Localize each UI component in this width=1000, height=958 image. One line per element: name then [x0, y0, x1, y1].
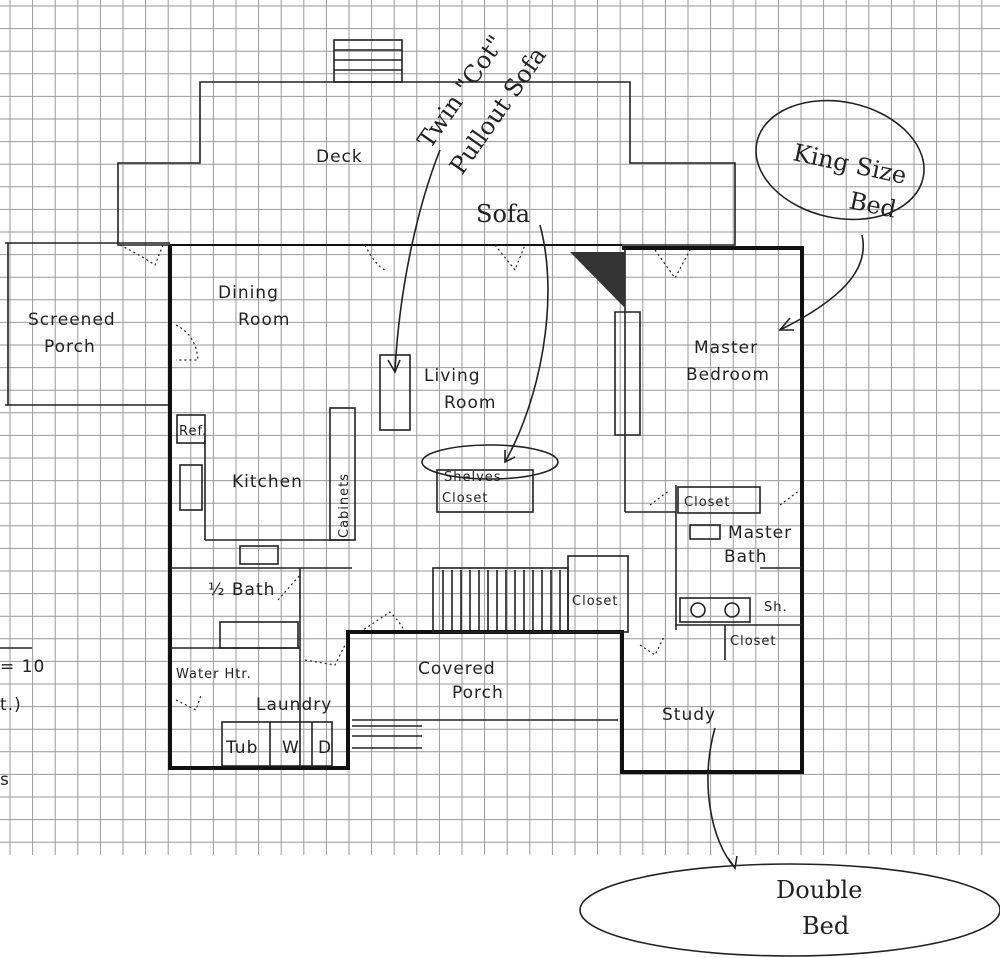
deck-outline — [117, 81, 736, 246]
fireplace — [570, 252, 625, 308]
label-washer: W — [282, 738, 300, 758]
label-covered-porch: Covered — [418, 659, 496, 679]
margin-scale: = 10 — [0, 657, 45, 677]
label-closet-bath: Closet — [730, 634, 777, 649]
label-shower: Sh. — [764, 600, 788, 615]
deck-stairs — [333, 39, 403, 83]
label-screened-porch-2: Porch — [44, 337, 96, 357]
margin-s: s — [0, 770, 10, 790]
label-laundry: Laundry — [256, 695, 332, 715]
label-master-bedroom: Master — [694, 338, 758, 358]
label-living-2: Room — [444, 393, 496, 413]
label-deck: Deck — [316, 147, 363, 167]
label-living: Living — [424, 366, 481, 386]
label-tub: Tub — [225, 738, 258, 758]
label-cabinets: Cabinets — [337, 473, 352, 538]
door-swings — [119, 244, 801, 711]
double-bed-oval — [579, 863, 1000, 957]
label-closet-stairs: Closet — [572, 594, 619, 609]
interior-walls — [170, 248, 802, 768]
label-master-bedroom-2: Bedroom — [686, 365, 770, 385]
label-shelves: Shelves — [444, 470, 502, 485]
annotation-double-bed-2: Bed — [802, 912, 849, 940]
graph-paper-grid — [0, 0, 1000, 855]
margin-ft: t.) — [0, 695, 22, 715]
label-ref: Ref. — [179, 424, 207, 439]
label-closet-master: Closet — [684, 495, 731, 510]
label-study: Study — [662, 705, 716, 725]
annotation-double-bed: Double — [776, 876, 862, 904]
label-half-bath: ½ Bath — [208, 580, 275, 600]
label-covered-porch-2: Porch — [452, 683, 504, 703]
label-kitchen: Kitchen — [232, 472, 303, 492]
screened-porch-outline — [5, 242, 170, 406]
label-master-bath-2: Bath — [724, 547, 768, 567]
label-closet-living: Closet — [442, 491, 489, 506]
label-dining-2: Room — [238, 310, 290, 330]
annotation-arrows — [387, 149, 864, 871]
annotation-sofa: Sofa — [476, 200, 530, 228]
label-water-heater: Water Htr. — [176, 667, 252, 682]
label-dining: Dining — [218, 283, 279, 303]
label-screened-porch: Screened — [28, 310, 116, 330]
sofa-oval — [421, 444, 559, 480]
label-master-bath: Master — [728, 523, 792, 543]
label-dryer: D — [318, 738, 332, 758]
king-bed-oval — [755, 99, 925, 221]
